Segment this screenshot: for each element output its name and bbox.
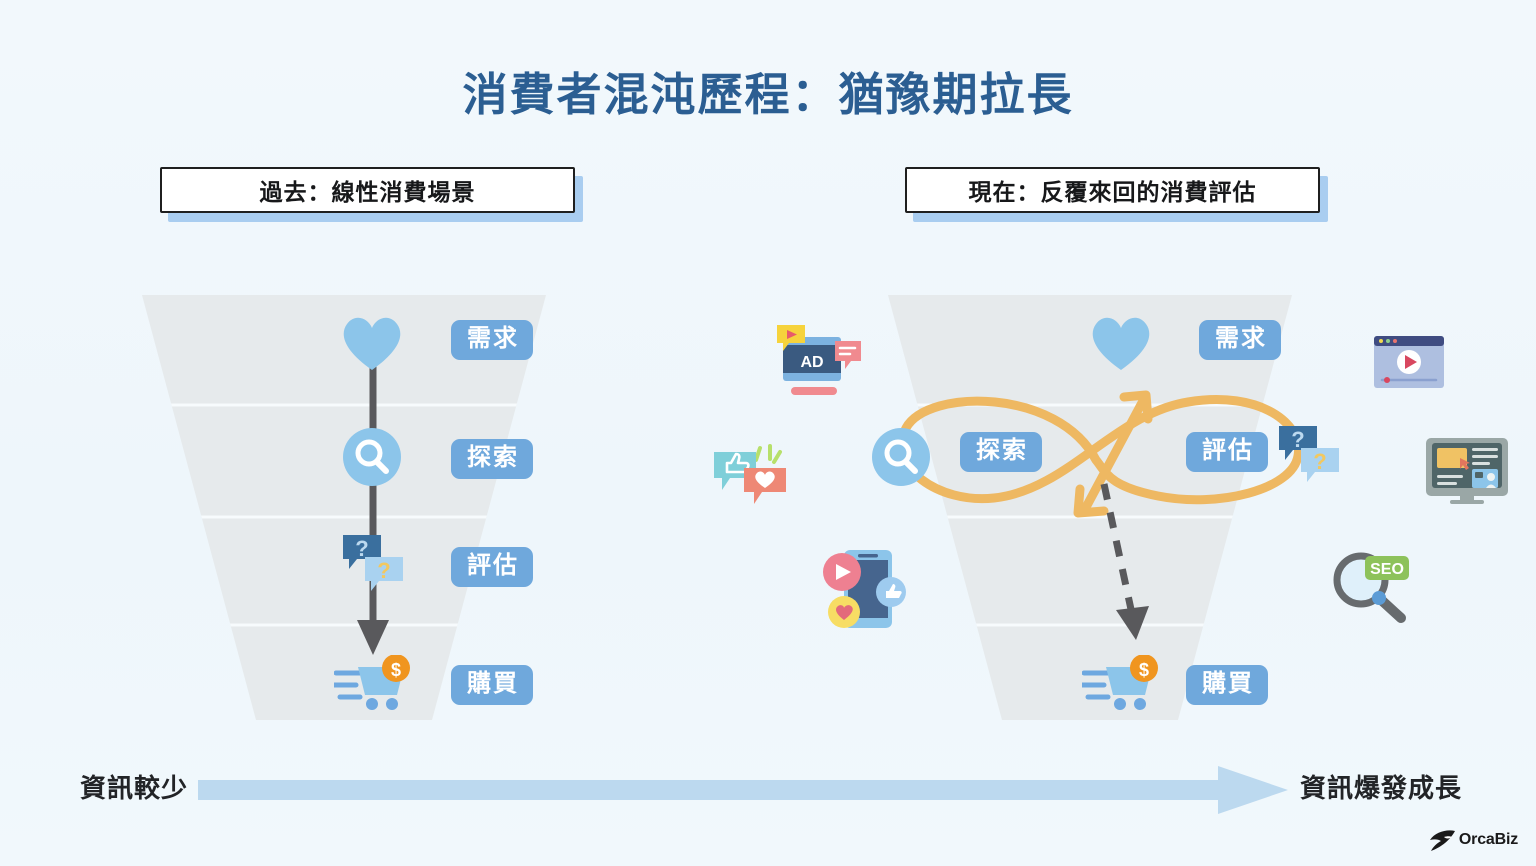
question-bubbles-icon: ? ? bbox=[1279, 426, 1339, 482]
orcabiz-logo: OrcaBiz bbox=[1427, 828, 1518, 852]
panel-header-past-label: 過去：線性消費場景 bbox=[160, 167, 575, 213]
seo-magnifier-icon: SEO bbox=[1333, 552, 1409, 623]
stage-pill-purchase-left: 購買 bbox=[451, 665, 533, 706]
dashed-exit-arrow bbox=[1100, 483, 1149, 640]
heart-icon bbox=[343, 317, 401, 370]
question-bubbles-icon: ? ? bbox=[343, 535, 403, 591]
bidirectional-arrow-icon bbox=[1073, 390, 1153, 518]
panel-header-now-label: 現在：反覆來回的消費評估 bbox=[905, 167, 1320, 213]
stage-pill-purchase-right: 購買 bbox=[1186, 665, 1268, 706]
axis-label-left: 資訊較少 bbox=[80, 773, 189, 803]
svg-text:$: $ bbox=[391, 660, 401, 680]
social-reaction-icon bbox=[714, 444, 786, 504]
stage-pill-demand-right: 需求 bbox=[1199, 320, 1281, 361]
svg-text:?: ? bbox=[1291, 427, 1304, 452]
page-title: 消費者混沌歷程：猶豫期拉長 bbox=[462, 69, 1074, 120]
heart-icon bbox=[1092, 317, 1150, 370]
logo-text: OrcaBiz bbox=[1458, 831, 1518, 848]
search-circle-icon bbox=[343, 428, 401, 486]
seo-label: SEO bbox=[1370, 561, 1404, 578]
stage-pill-explore-left: 探索 bbox=[451, 439, 533, 480]
panel-header-now: 現在：反覆來回的消費評估 bbox=[905, 167, 1328, 222]
orca-whale-icon bbox=[1429, 830, 1455, 851]
shopping-cart-icon: $ bbox=[334, 655, 410, 710]
stage-pill-evaluate-right: 評估 bbox=[1186, 432, 1268, 473]
mobile-media-icon bbox=[823, 550, 906, 628]
panel-header-past: 過去：線性消費場景 bbox=[160, 167, 583, 222]
svg-text:?: ? bbox=[1313, 449, 1326, 474]
information-growth-arrow bbox=[198, 766, 1288, 814]
stage-pill-evaluate-left: 評估 bbox=[451, 547, 533, 588]
desktop-monitor-icon bbox=[1426, 438, 1508, 504]
ad-banner-label: AD bbox=[800, 354, 823, 371]
stage-pill-demand-left: 需求 bbox=[451, 320, 533, 361]
svg-text:?: ? bbox=[377, 558, 390, 583]
shopping-cart-icon: $ bbox=[1082, 655, 1158, 710]
axis-label-right: 資訊爆發成長 bbox=[1300, 773, 1463, 803]
svg-text:$: $ bbox=[1139, 660, 1149, 680]
stage-pill-explore-right: 探索 bbox=[960, 432, 1042, 473]
search-circle-icon bbox=[872, 428, 930, 486]
ad-banner-icon: AD bbox=[777, 325, 861, 395]
funnel-shape-left bbox=[142, 295, 546, 720]
video-player-window-icon bbox=[1374, 336, 1444, 388]
linear-flow-arrow bbox=[357, 350, 389, 655]
svg-text:?: ? bbox=[355, 536, 368, 561]
